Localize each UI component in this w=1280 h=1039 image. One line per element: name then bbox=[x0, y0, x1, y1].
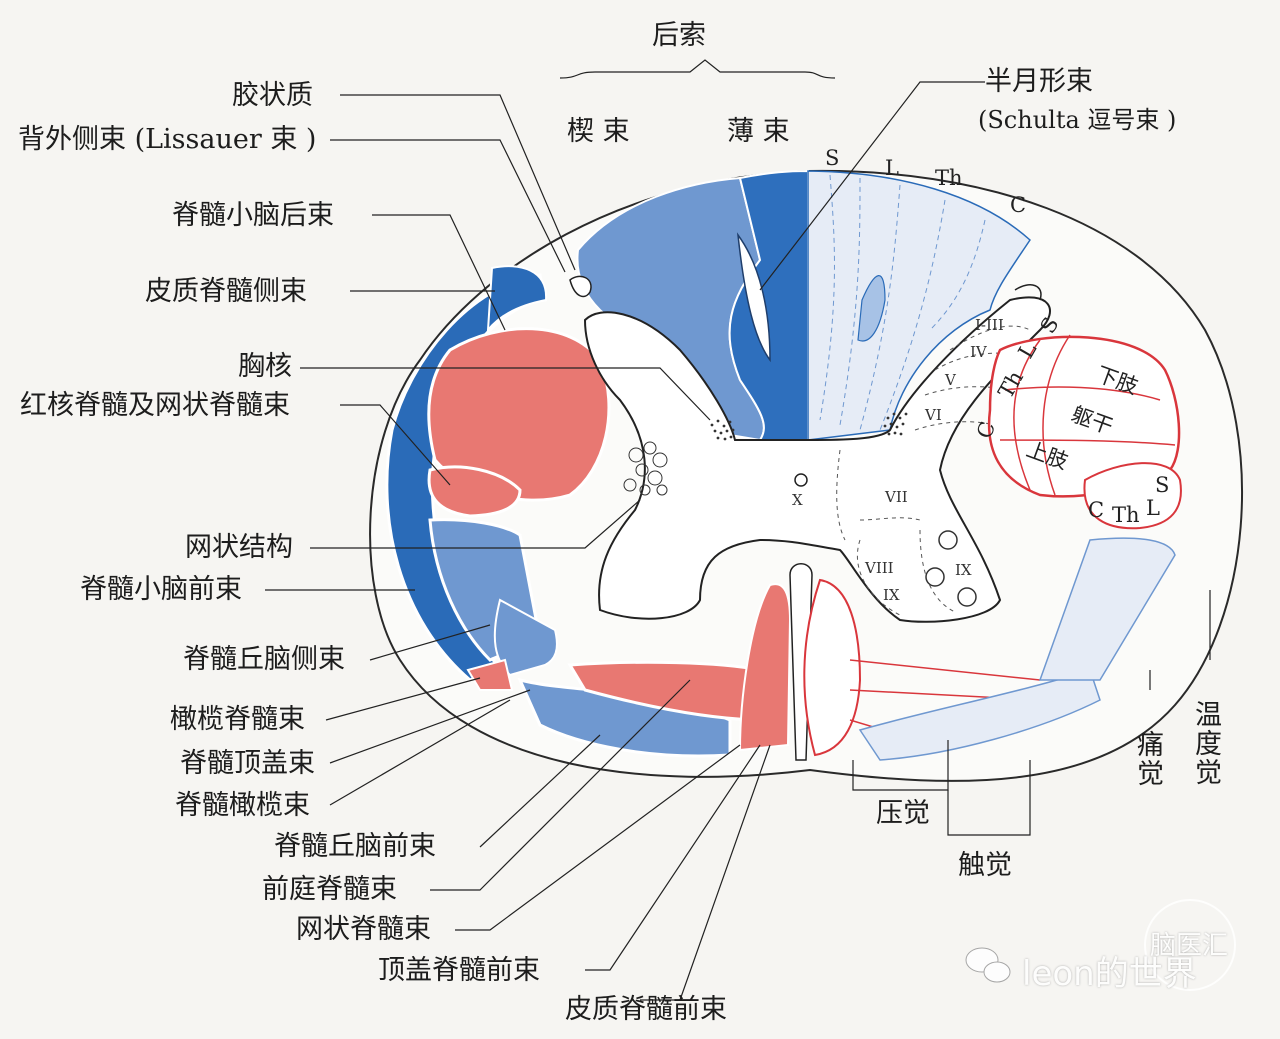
label-substantia-gelatinosa: 胶状质 bbox=[232, 80, 313, 111]
dorsal-seg-l: L bbox=[885, 156, 899, 180]
lamina-i-iii: I-III bbox=[975, 316, 1004, 334]
label-anterior-corticospinal: 皮质脊髓前束 bbox=[565, 994, 727, 1025]
fasciculus-gracilis bbox=[728, 169, 809, 441]
dorsal-horn-right-cap bbox=[1014, 284, 1042, 301]
dorsal-seg-th: Th bbox=[935, 166, 963, 190]
semilunar-sub-label: (Schulta 逗号束 ) bbox=[978, 106, 1177, 134]
gray-matter bbox=[583, 296, 1051, 623]
label-lissauer: 背外侧束 (Lissauer 束 ) bbox=[18, 124, 317, 155]
label-dorsal-spinocerebellar: 脊髓小脑后束 bbox=[172, 200, 334, 231]
right-dorsal-column bbox=[807, 170, 1031, 441]
label-olivospinal: 橄榄脊髓束 bbox=[170, 704, 305, 735]
label-temperature: 温度觉 bbox=[1190, 700, 1221, 787]
body-map-dividers bbox=[999, 334, 1176, 496]
right-lateral-blue bbox=[1038, 537, 1176, 681]
right-ventral-spinothalamic bbox=[858, 669, 1101, 761]
right-anterior-tract bbox=[803, 578, 862, 757]
label-pain: 痛觉 bbox=[1132, 730, 1163, 788]
lamina-ix-b: IX bbox=[955, 561, 972, 579]
label-reticulospinal: 网状脊髓束 bbox=[296, 914, 431, 945]
dorsal-seg-c: C bbox=[1010, 193, 1026, 217]
small-seg-l: L bbox=[1146, 496, 1160, 520]
small-seg-th: Th bbox=[1112, 503, 1140, 527]
watermark-stamp: 脑医汇 bbox=[1150, 931, 1229, 961]
wechat-icon bbox=[965, 947, 1011, 983]
semilunar-label: 半月形束 bbox=[985, 66, 1093, 97]
cuneatus-label: 楔 束 bbox=[567, 116, 630, 147]
lamina-iv: IV bbox=[970, 343, 988, 361]
label-pressure: 压觉 bbox=[876, 798, 930, 829]
label-tectospinal: 顶盖脊髓前束 bbox=[378, 955, 540, 986]
lamina-viii: VIII bbox=[864, 559, 894, 577]
label-lateral-spinothalamic: 脊髓丘脑侧束 bbox=[183, 644, 345, 675]
ventral-blue-strip bbox=[517, 677, 732, 758]
leader-lines bbox=[265, 59, 1211, 1001]
comma-tract-right bbox=[857, 275, 886, 342]
laminae-dashes bbox=[836, 325, 1031, 616]
lamina-v: V bbox=[944, 371, 957, 389]
reticular-mesh bbox=[623, 441, 668, 496]
label-touch: 触觉 bbox=[958, 850, 1012, 881]
dorsal-funiculus-title: 后索 bbox=[652, 20, 706, 51]
label-spinotectal: 脊髓顶盖束 bbox=[180, 748, 315, 779]
stippled-nucleus-right bbox=[883, 412, 908, 436]
motor-nuclei bbox=[925, 530, 977, 607]
label-reticular-formation: 网状结构 bbox=[185, 532, 293, 563]
olivospinal-red bbox=[466, 658, 514, 691]
lamina-ix-a: IX bbox=[883, 586, 900, 604]
label-spino-olivary: 脊髓橄榄束 bbox=[175, 790, 310, 821]
small-seg-s: S bbox=[1155, 473, 1169, 497]
stippled-nucleus-left bbox=[710, 419, 735, 441]
label-thoracic-nucleus: 胸核 bbox=[238, 351, 292, 382]
dorsal-seg-s: S bbox=[825, 146, 839, 170]
small-segment-region bbox=[1083, 462, 1182, 530]
semilunar-tract bbox=[736, 232, 771, 363]
lateral-spinothalamic-blue bbox=[493, 598, 558, 677]
right-column-dashes bbox=[819, 174, 986, 431]
label-rubro-reticulo: 红核脊髓及网状脊髓束 bbox=[20, 390, 290, 421]
label-lateral-corticospinal: 皮质脊髓侧束 bbox=[145, 276, 307, 307]
central-canal bbox=[794, 473, 808, 487]
thoracic-region-red bbox=[427, 327, 611, 502]
lateral-seg-c: C bbox=[972, 418, 1000, 441]
lamina-vii: VII bbox=[884, 488, 908, 506]
watermark-stamp-circle bbox=[1144, 899, 1236, 991]
dorsal-horn-left-cap bbox=[569, 275, 592, 298]
label-ventral-spinocerebellar: 脊髓小脑前束 bbox=[80, 574, 242, 605]
lamina-vi: VI bbox=[924, 406, 942, 424]
lamina-x: X bbox=[792, 491, 803, 509]
small-seg-c: C bbox=[1088, 498, 1104, 522]
rubrospinal-red bbox=[427, 465, 522, 518]
label-anterior-spinothalamic: 脊髓丘脑前束 bbox=[274, 831, 436, 862]
gracilis-label: 薄 束 bbox=[727, 116, 790, 147]
dorsal-spinocerebellar-region bbox=[486, 265, 548, 334]
watermark-text: leon的世界 bbox=[1022, 954, 1197, 994]
anterior-corticospinal-red bbox=[738, 583, 792, 752]
label-vestibulospinal: 前庭脊髓束 bbox=[262, 874, 397, 905]
